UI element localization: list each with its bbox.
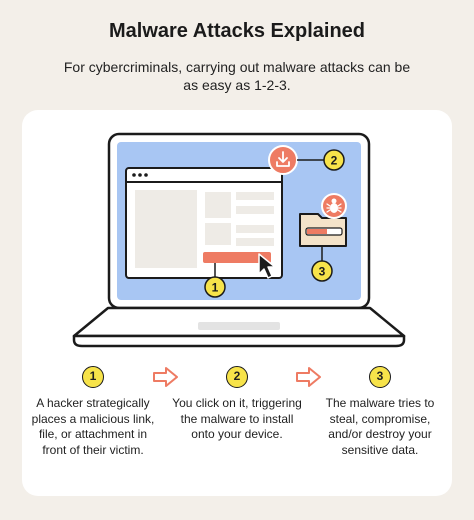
marker-2: 2 <box>323 149 345 171</box>
mouse-cursor-icon <box>258 253 276 279</box>
arrow-right-icon <box>153 367 178 387</box>
marker-1: 1 <box>204 276 226 298</box>
browser-window-icon <box>125 167 283 279</box>
step-1: 1 A hacker strategically places a malici… <box>28 366 158 458</box>
folder-icon <box>299 213 347 247</box>
download-icon <box>268 145 298 175</box>
page-title: Malware Attacks Explained <box>108 20 366 42</box>
arrow-right-icon <box>296 367 321 387</box>
page-subtitle: For cybercriminals, carrying out malware… <box>63 59 411 93</box>
marker-3: 3 <box>311 260 333 282</box>
step-1-text: A hacker strategically places a maliciou… <box>31 396 155 457</box>
step-3-number: 3 <box>369 366 391 388</box>
step-3: 3 The malware tries to steal, compromise… <box>315 366 445 458</box>
step-2-text: You click on it, triggering the malware … <box>172 396 302 441</box>
steps-row: 1 A hacker strategically places a malici… <box>22 366 452 496</box>
malware-diagram: 1 2 3 <box>72 132 406 348</box>
step-2: 2 You click on it, triggering the malwar… <box>172 366 302 443</box>
svg-text:1: 1 <box>212 281 219 295</box>
step-2-number: 2 <box>226 366 248 388</box>
step-3-text: The malware tries to steal, compromise, … <box>325 396 435 457</box>
svg-text:3: 3 <box>319 265 326 279</box>
svg-text:2: 2 <box>331 154 338 168</box>
bug-icon <box>321 193 347 219</box>
malicious-link <box>203 252 271 263</box>
step-1-number: 1 <box>82 366 104 388</box>
